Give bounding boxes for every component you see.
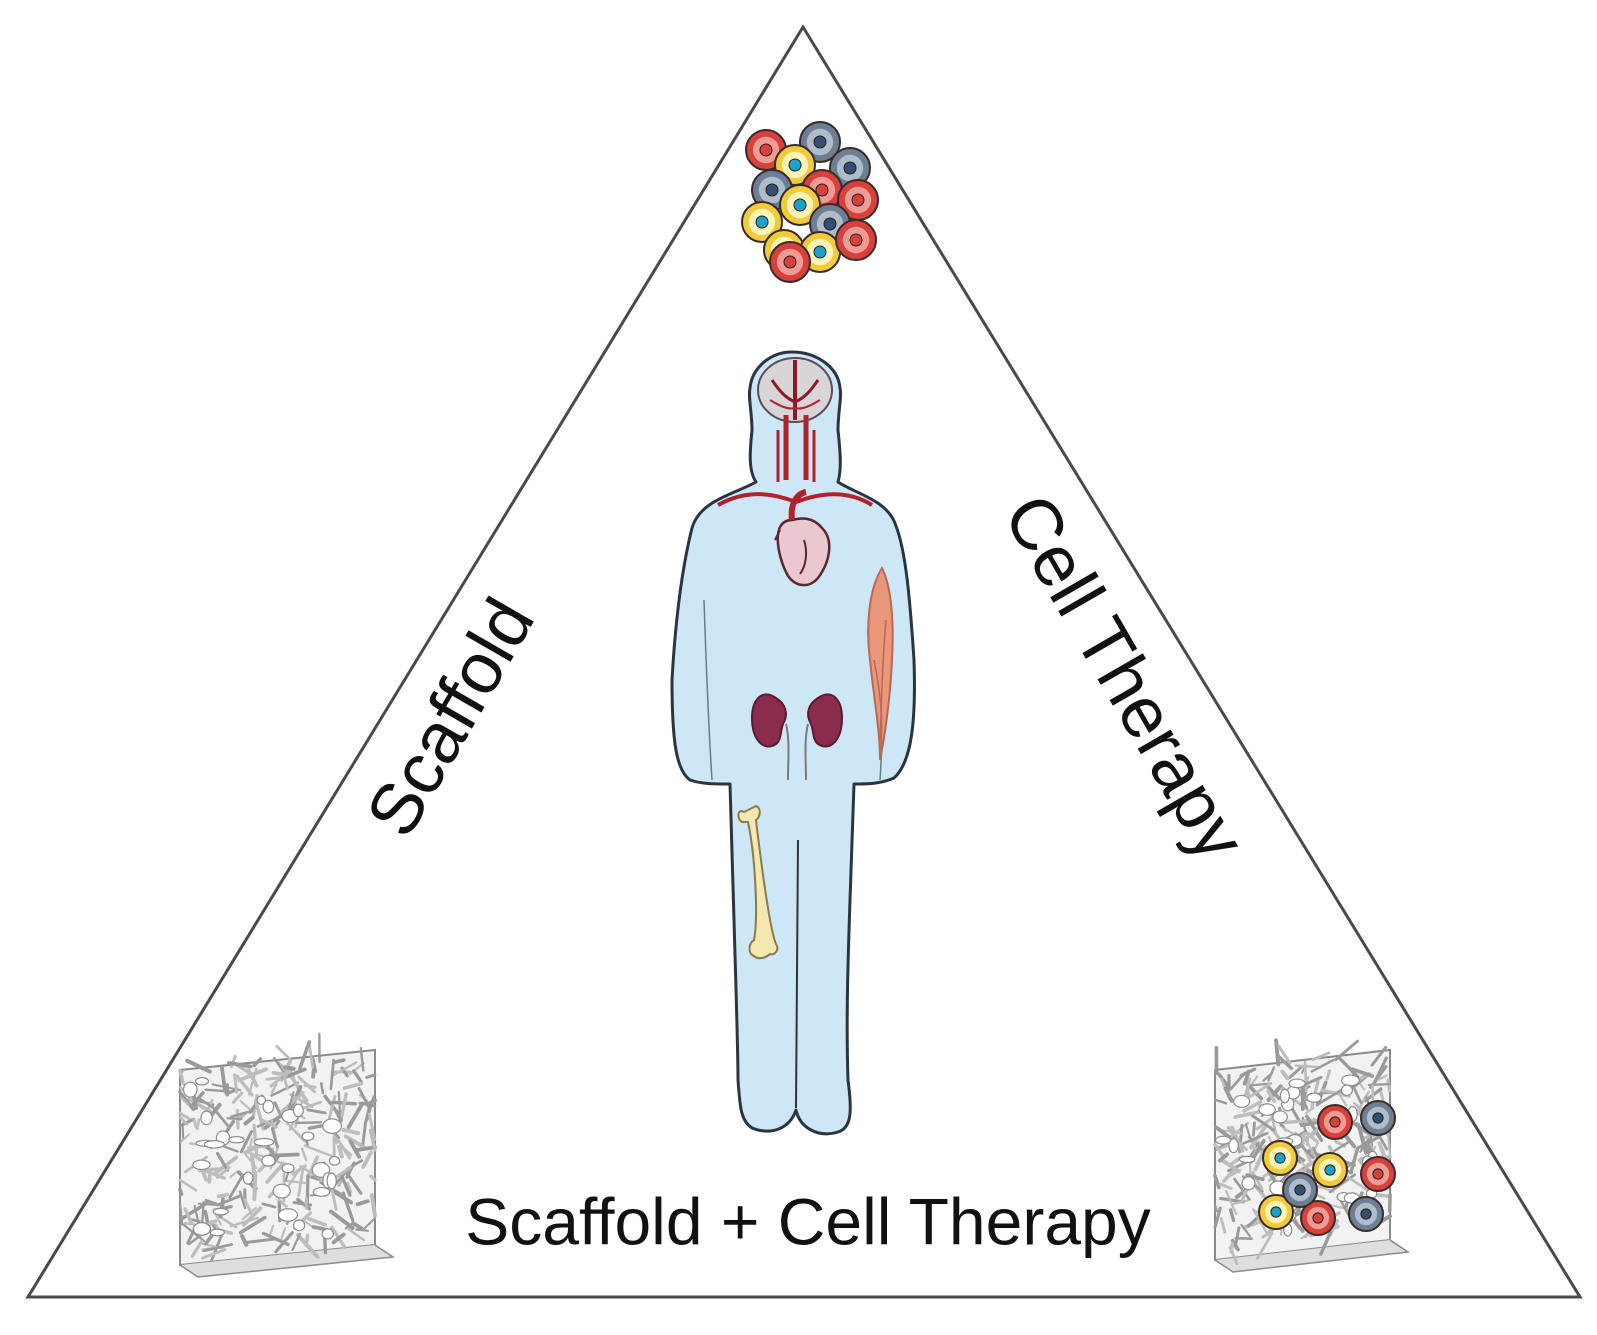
cell-icon — [1317, 1104, 1353, 1140]
cell-icon — [1300, 1200, 1336, 1236]
muscle-icon — [867, 565, 894, 761]
cell-icon — [1312, 1152, 1348, 1188]
cell-icon — [835, 219, 877, 261]
scaffold-mesh-icon — [178, 1032, 396, 1278]
body-silhouette — [670, 350, 916, 1136]
cell-cluster-icon — [741, 121, 879, 283]
human-body-icon — [670, 350, 916, 1136]
cell-icon — [1348, 1196, 1384, 1232]
cell-icon — [1360, 1100, 1396, 1136]
bone-icon — [737, 804, 779, 960]
cell-icon — [1282, 1172, 1318, 1208]
scaffold-plus-cell-therapy-label: Scaffold + Cell Therapy — [465, 1184, 1150, 1258]
kidney-icon — [750, 693, 844, 781]
cell-icon — [837, 179, 879, 221]
cell-icon — [741, 201, 783, 243]
heart-icon — [774, 489, 831, 587]
brain-icon — [757, 357, 833, 423]
triangle-frame — [25, 24, 1583, 1299]
cell-icon — [1258, 1194, 1294, 1230]
cell-icon — [1360, 1156, 1396, 1192]
cell-icon — [769, 241, 811, 283]
cell-icon — [1262, 1140, 1298, 1176]
seeded-cells — [1258, 1100, 1396, 1236]
cell-icon — [779, 184, 821, 226]
cell-therapy-label: Cell Therapy — [988, 481, 1261, 873]
cell-icon — [829, 147, 871, 189]
